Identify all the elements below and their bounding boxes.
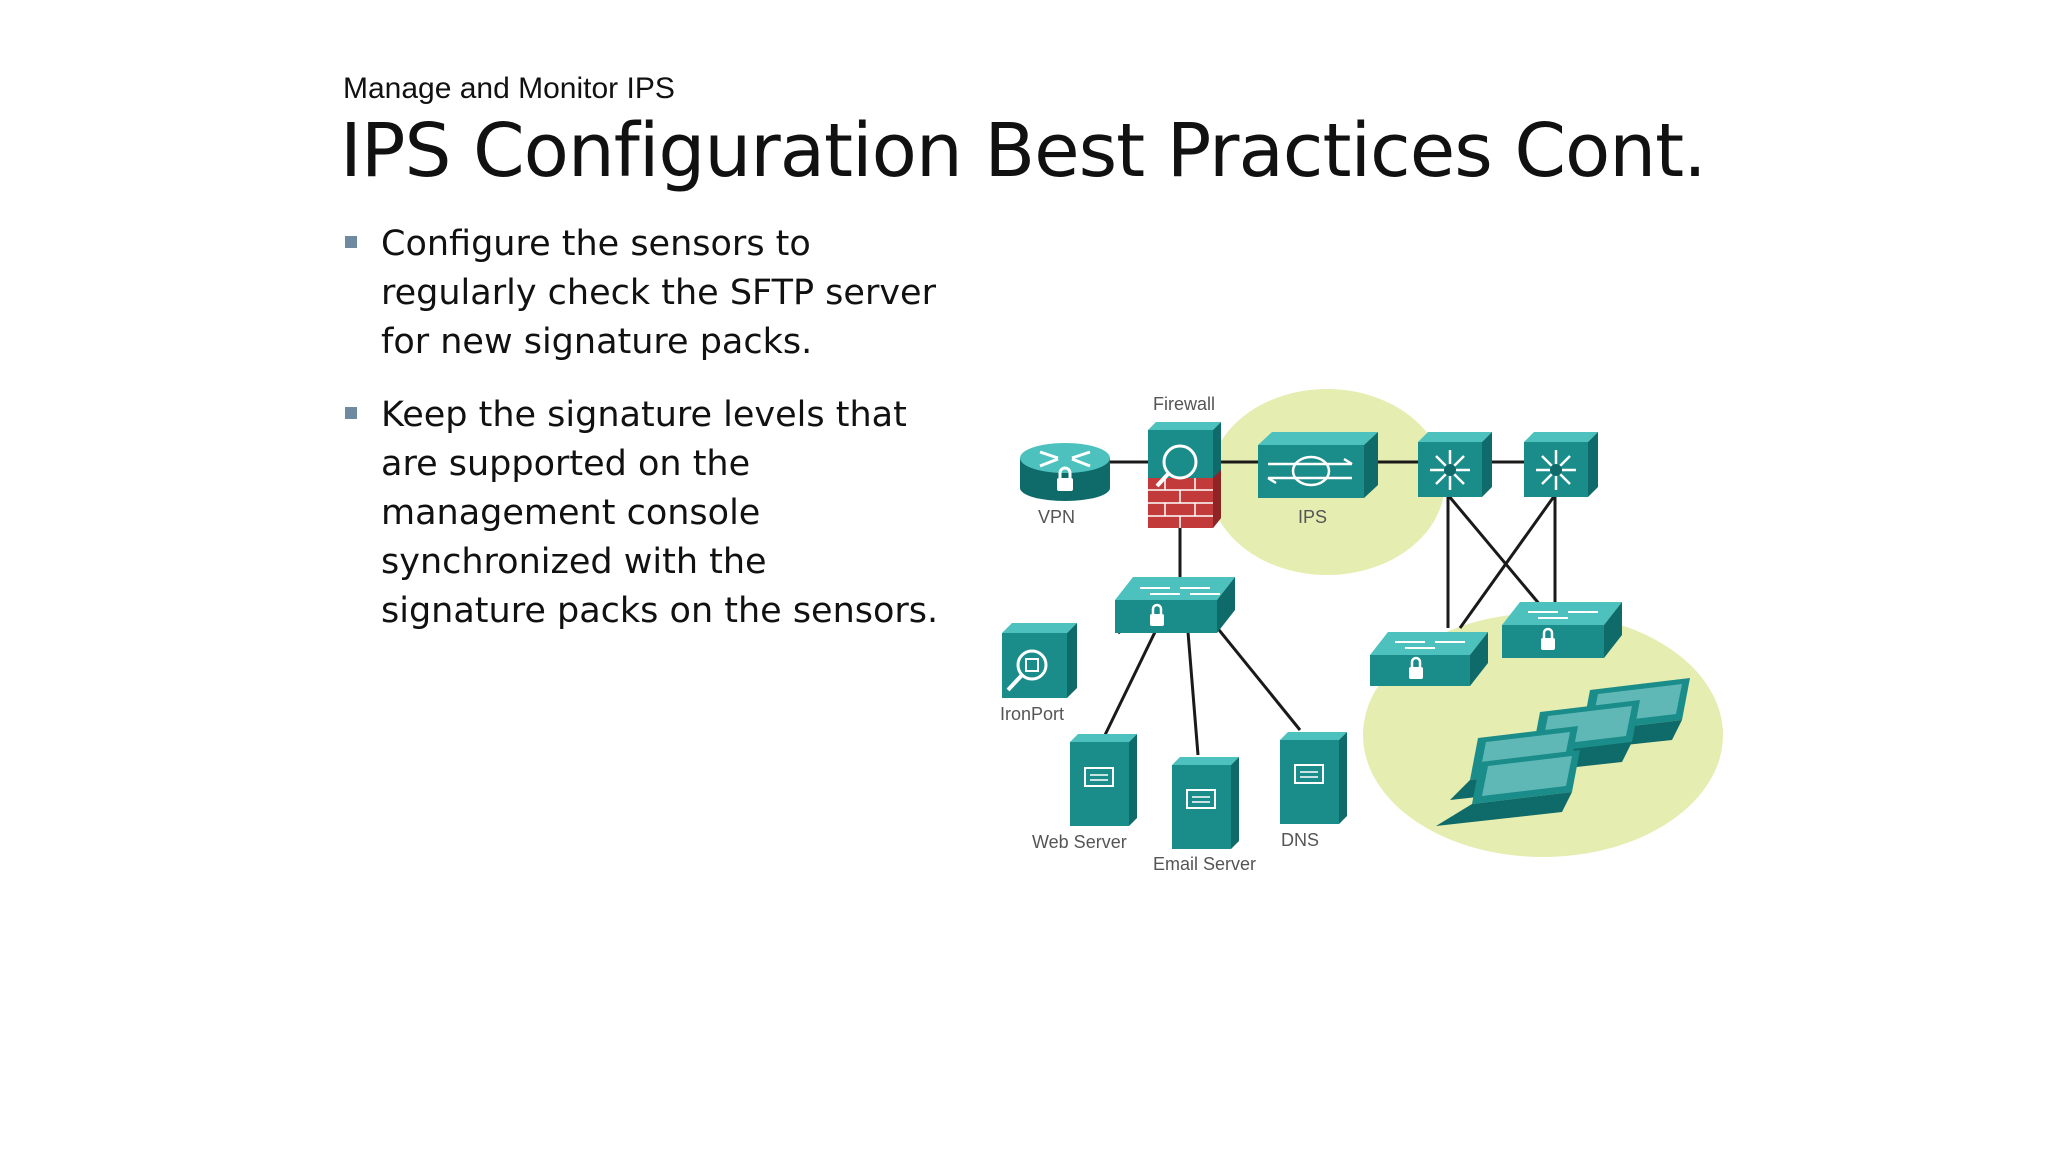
ips-label: IPS — [1298, 507, 1327, 527]
bullet-square-icon — [345, 407, 357, 419]
bullet-text: Keep the signature levels that are suppo… — [381, 395, 939, 631]
dns-label: DNS — [1281, 830, 1319, 850]
ips-sensor-icon — [1258, 432, 1378, 498]
network-diagram: Firewall VPN IPS IronPort Web Server Ema… — [1000, 389, 1723, 874]
bullet-square-icon — [345, 236, 357, 248]
firewall-label: Firewall — [1153, 394, 1215, 414]
dns-server-icon — [1280, 732, 1347, 824]
bullet-item: Keep the signature levels that are suppo… — [343, 391, 943, 636]
access-switch-left-icon — [1370, 632, 1488, 686]
access-switch-right-icon — [1502, 602, 1622, 658]
web-server-label: Web Server — [1032, 832, 1127, 852]
core-switch-left-icon — [1418, 432, 1492, 497]
laptop-icon — [1436, 750, 1580, 826]
core-switch-right-icon — [1524, 432, 1598, 497]
firewall-icon — [1148, 422, 1221, 528]
slide-title: IPS Configuration Best Practices Cont. — [340, 108, 1707, 194]
email-server-label: Email Server — [1153, 854, 1256, 874]
bullet-item: Configure the sensors to regularly check… — [343, 220, 943, 367]
bullet-list: Configure the sensors to regularly check… — [343, 220, 943, 660]
bullet-text: Configure the sensors to regularly check… — [381, 224, 936, 362]
dmz-switch-icon — [1115, 577, 1235, 633]
web-server-icon — [1070, 734, 1137, 826]
vpn-router-icon — [1020, 443, 1110, 501]
vpn-label: VPN — [1038, 507, 1075, 527]
section-subtitle: Manage and Monitor IPS — [343, 72, 675, 105]
ironport-appliance-icon — [1002, 623, 1077, 698]
ironport-label: IronPort — [1000, 704, 1064, 724]
email-server-icon — [1172, 757, 1239, 849]
